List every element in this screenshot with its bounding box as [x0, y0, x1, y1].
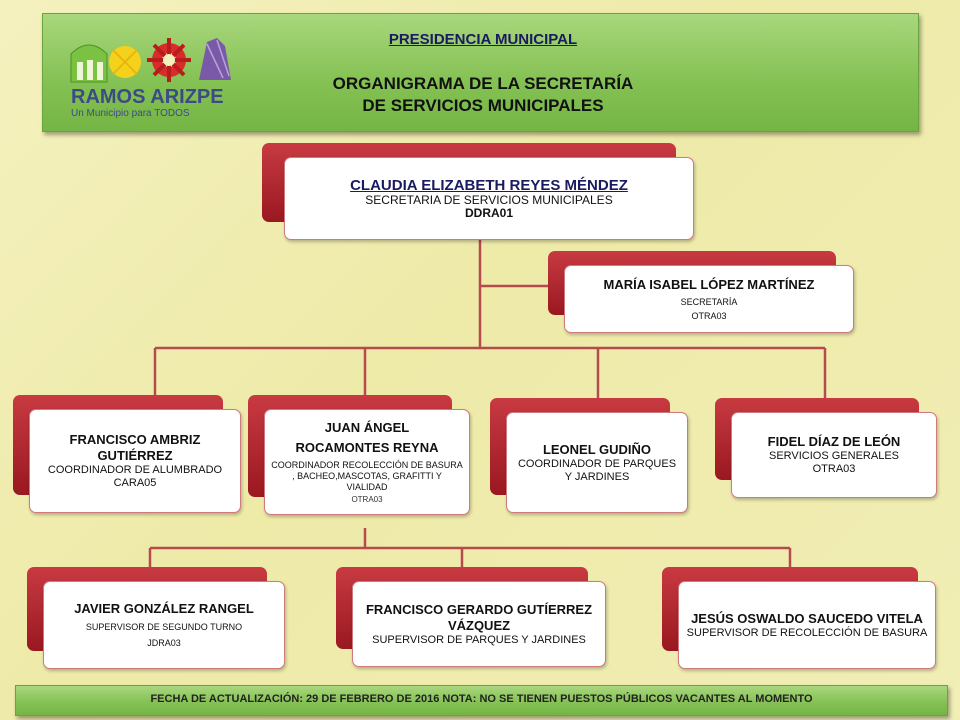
supervisor-1-position: SUPERVISOR DE SEGUNDO TURNO — [85, 622, 243, 632]
logo-name: RAMOS ARIZPE — [71, 86, 224, 108]
footer-note: FECHA DE ACTUALIZACIÓN: 29 DE FEBRERO DE… — [150, 693, 813, 705]
org-node-supervisor-parques: FRANCISCO GERARDO GUTÍERREZ VÁZQUEZ SUPE… — [336, 567, 606, 667]
assistant-position: SECRETARÍA — [680, 296, 738, 307]
coordinator-3-name: LEONEL GUDIÑO — [542, 441, 652, 457]
ramos-arizpe-logo: RAMOS ARIZPE Un Municipio para TODOS — [70, 38, 231, 119]
coordinator-2-code: OTRA03 — [351, 494, 383, 504]
org-node-supervisor-turno: JAVIER GONZÁLEZ RANGEL SUPERVISOR DE SEG… — [27, 567, 285, 669]
coordinator-3-position: COORDINADOR DE PARQUES Y JARDINES — [517, 457, 677, 483]
head-code: DDRA01 — [464, 205, 513, 220]
org-node-coordinator-parques: LEONEL GUDIÑO COORDINADOR DE PARQUES Y J… — [490, 398, 688, 513]
org-node-coordinator-recoleccion: JUAN ÁNGEL ROCAMONTES REYNA COORDINADOR … — [248, 395, 470, 515]
supervisor-2-name: FRANCISCO GERARDO GUTÍERREZ VÁZQUEZ — [365, 601, 593, 633]
header-subtitle-line1: ORGANIGRAMA DE LA SECRETARÍA — [332, 74, 634, 93]
org-node-coordinator-servicios: FIDEL DÍAZ DE LEÓN SERVICIOS GENERALES O… — [715, 398, 937, 498]
supervisor-1-name: JAVIER GONZÁLEZ RANGEL — [74, 601, 254, 616]
org-node-supervisor-recoleccion: JESÚS OSWALDO SAUCEDO VITELA SUPERVISOR … — [662, 567, 936, 669]
coordinator-1-position: COORDINADOR DE ALUMBRADO — [47, 464, 223, 476]
supervisor-3-name: JESÚS OSWALDO SAUCEDO VITELA — [691, 610, 923, 626]
assistant-code: OTRA03 — [691, 310, 727, 321]
header-banner: RAMOS ARIZPE Un Municipio para TODOS PRE… — [42, 13, 919, 132]
header-title: PRESIDENCIA MUNICIPAL — [388, 31, 578, 48]
assistant-name: MARÍA ISABEL LÓPEZ MARTÍNEZ — [603, 276, 815, 292]
head-name: CLAUDIA ELIZABETH REYES MÉNDEZ — [350, 176, 628, 194]
org-node-assistant: MARÍA ISABEL LÓPEZ MARTÍNEZ SECRETARÍA O… — [548, 251, 854, 333]
coordinator-2-name-line1: JUAN ÁNGEL — [324, 419, 410, 435]
footer-banner: FECHA DE ACTUALIZACIÓN: 29 DE FEBRERO DE… — [15, 685, 948, 716]
coordinator-4-name: FIDEL DÍAZ DE LEÓN — [767, 434, 901, 449]
header-subtitle-line2: DE SERVICIOS MUNICIPALES — [362, 96, 604, 115]
coordinator-1-name: FRANCISCO AMBRIZ GUTIÉRREZ — [69, 432, 201, 463]
supervisor-1-code: JDRA03 — [147, 638, 181, 648]
supervisor-2-position: SUPERVISOR DE PARQUES Y JARDINES — [372, 633, 586, 646]
head-position: SECRETARIA DE SERVICIOS MUNICIPALES — [365, 192, 613, 207]
logo-tagline: Un Municipio para TODOS — [71, 108, 190, 119]
org-node-coordinator-alumbrado: FRANCISCO AMBRIZ GUTIÉRREZ COORDINADOR D… — [13, 395, 241, 513]
coordinator-4-code: OTRA03 — [812, 463, 856, 475]
coordinator-1-code: CARA05 — [113, 477, 157, 489]
supervisor-3-position: SUPERVISOR DE RECOLECCIÓN DE BASURA — [686, 626, 928, 639]
org-node-head: CLAUDIA ELIZABETH REYES MÉNDEZ SECRETARI… — [262, 143, 694, 240]
coordinator-2-position: COORDINADOR RECOLECCIÓN DE BASURA , BACH… — [271, 459, 463, 492]
coordinator-4-position: SERVICIOS GENERALES — [768, 450, 899, 462]
coordinator-2-name-line2: ROCAMONTES REYNA — [295, 439, 439, 455]
